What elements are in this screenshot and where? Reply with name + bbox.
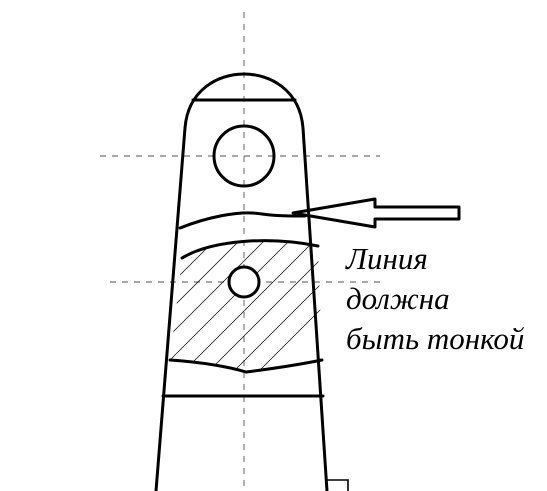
annotation-line-3: быть тонкой [346, 321, 525, 356]
section-bottom-line [168, 358, 324, 374]
bottom-right-step [327, 479, 349, 491]
large-hole [212, 124, 276, 188]
centerlines [100, 12, 380, 491]
annotation: Линия должна быть тонкой [345, 241, 525, 356]
part-outline [154, 72, 329, 491]
annotation-line-1: Линия [345, 241, 428, 276]
section-hatching [170, 240, 322, 372]
pointer-arrow [291, 197, 461, 229]
upper-break-line [178, 211, 307, 230]
section-top-line [180, 239, 320, 260]
small-hole [227, 265, 261, 299]
annotation-line-2: должна [346, 281, 450, 316]
hole-mask [228, 266, 260, 298]
